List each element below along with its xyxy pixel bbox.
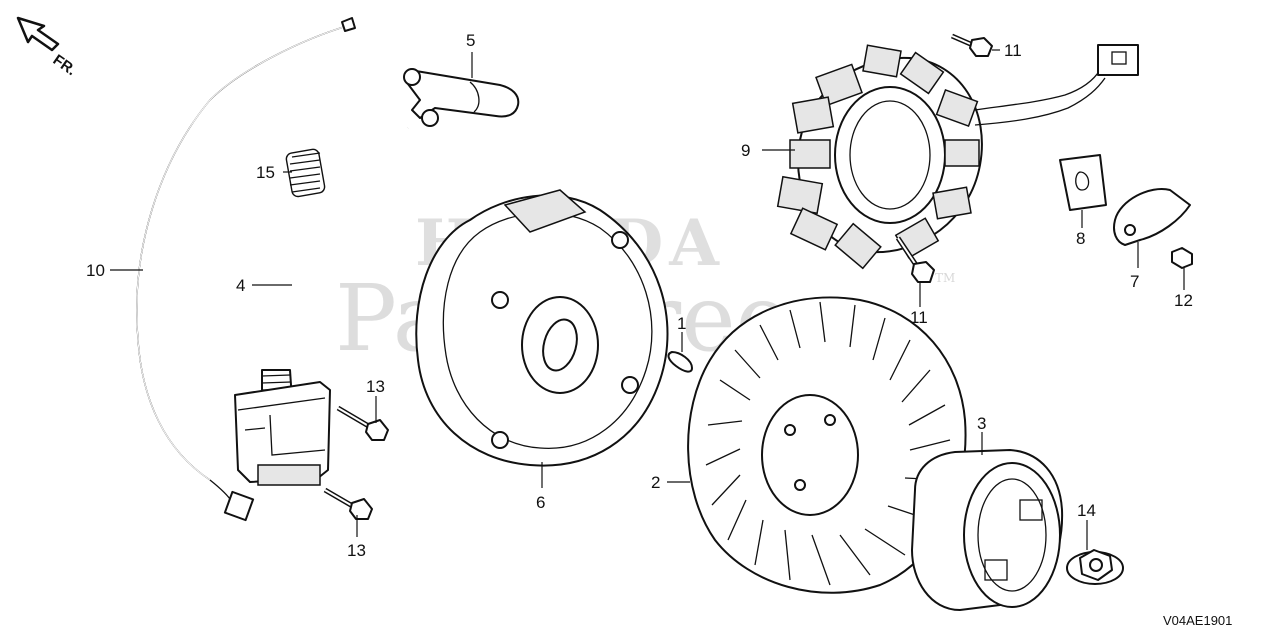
front-direction-indicator: FR. xyxy=(16,16,80,79)
front-arrow-icon xyxy=(16,16,60,52)
part-4-ignition-coil xyxy=(234,126,409,486)
callout-3: 3 xyxy=(977,414,986,433)
callout-4: 4 xyxy=(236,276,245,295)
callout-6: 6 xyxy=(536,493,545,512)
part-13-bolts xyxy=(323,405,389,520)
part-7-bracket xyxy=(1113,188,1191,246)
callout-11-lower: 11 xyxy=(910,308,928,327)
callout-13-lower: 13 xyxy=(347,541,366,560)
callout-12: 12 xyxy=(1174,291,1193,310)
callout-5: 5 xyxy=(466,31,475,50)
part-8-clip xyxy=(1059,154,1107,211)
leader-lines xyxy=(110,49,1185,550)
callout-10: 10 xyxy=(86,261,105,280)
part-14-nut xyxy=(1066,549,1124,585)
callout-1: 1 xyxy=(677,314,686,333)
callouts: 5 15 10 4 13 13 6 1 2 3 14 9 11 11 8 7 1… xyxy=(86,31,1193,560)
part-9-stator xyxy=(776,44,1139,270)
watermark-tm: TM xyxy=(935,271,955,285)
part-6-flywheel-housing xyxy=(415,189,669,467)
callout-13-upper: 13 xyxy=(366,377,385,396)
part-3-starter-cup xyxy=(911,449,1064,611)
part-15-spring xyxy=(285,148,326,198)
part-11-bolts xyxy=(895,33,993,283)
part-1-key xyxy=(667,351,693,373)
callout-9: 9 xyxy=(741,141,750,160)
part-10-wire xyxy=(136,17,356,522)
callout-8: 8 xyxy=(1076,229,1085,248)
callout-14: 14 xyxy=(1077,501,1096,520)
callout-15: 15 xyxy=(256,163,275,182)
callout-2: 2 xyxy=(651,473,660,492)
diagram-code: V04AE1901 xyxy=(1163,613,1232,628)
part-5-plug-cap xyxy=(403,68,520,127)
part-12-bolt xyxy=(1171,247,1193,269)
front-label: FR. xyxy=(50,51,80,79)
callout-7: 7 xyxy=(1130,272,1139,291)
callout-11-upper: 11 xyxy=(1004,41,1022,60)
